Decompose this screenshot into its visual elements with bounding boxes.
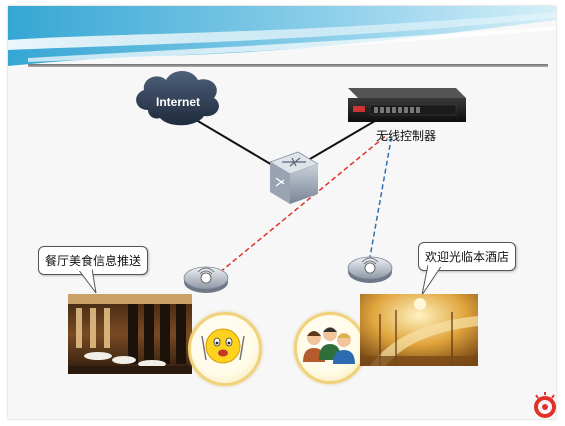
right-callout-tail [421,265,443,296]
link-internet-switch [185,113,285,173]
left-callout-text: 餐厅美食信息推送 [45,254,142,268]
access-point-icon-right [347,256,393,283]
smiley-icon [201,328,245,364]
left-callout-tail [77,269,97,294]
left-callout: 餐厅美食信息推送 [38,246,149,275]
right-callout-text: 欢迎光临本酒店 [425,250,510,264]
access-point-icon [183,266,229,293]
hotel-photo [360,294,478,366]
wireless-controller-icon [348,88,466,122]
controller-label: 无线控制器 [376,129,436,143]
network-diagram: Internet 无线控制器 [136,71,466,293]
title-divider [28,64,548,67]
link-left-ap-dashed [207,133,389,283]
people-icon [303,327,355,364]
header-banner [8,6,556,68]
link-controller-switch [297,117,381,167]
switch-icon [269,151,319,204]
restaurant-photo [68,294,192,374]
cloud-icon [136,71,219,126]
slide: Internet 无线控制器 [8,6,556,419]
cloud-label: Internet [156,95,200,109]
link-right-ap-dashed [367,133,393,269]
brand-logo-icon [534,392,556,418]
